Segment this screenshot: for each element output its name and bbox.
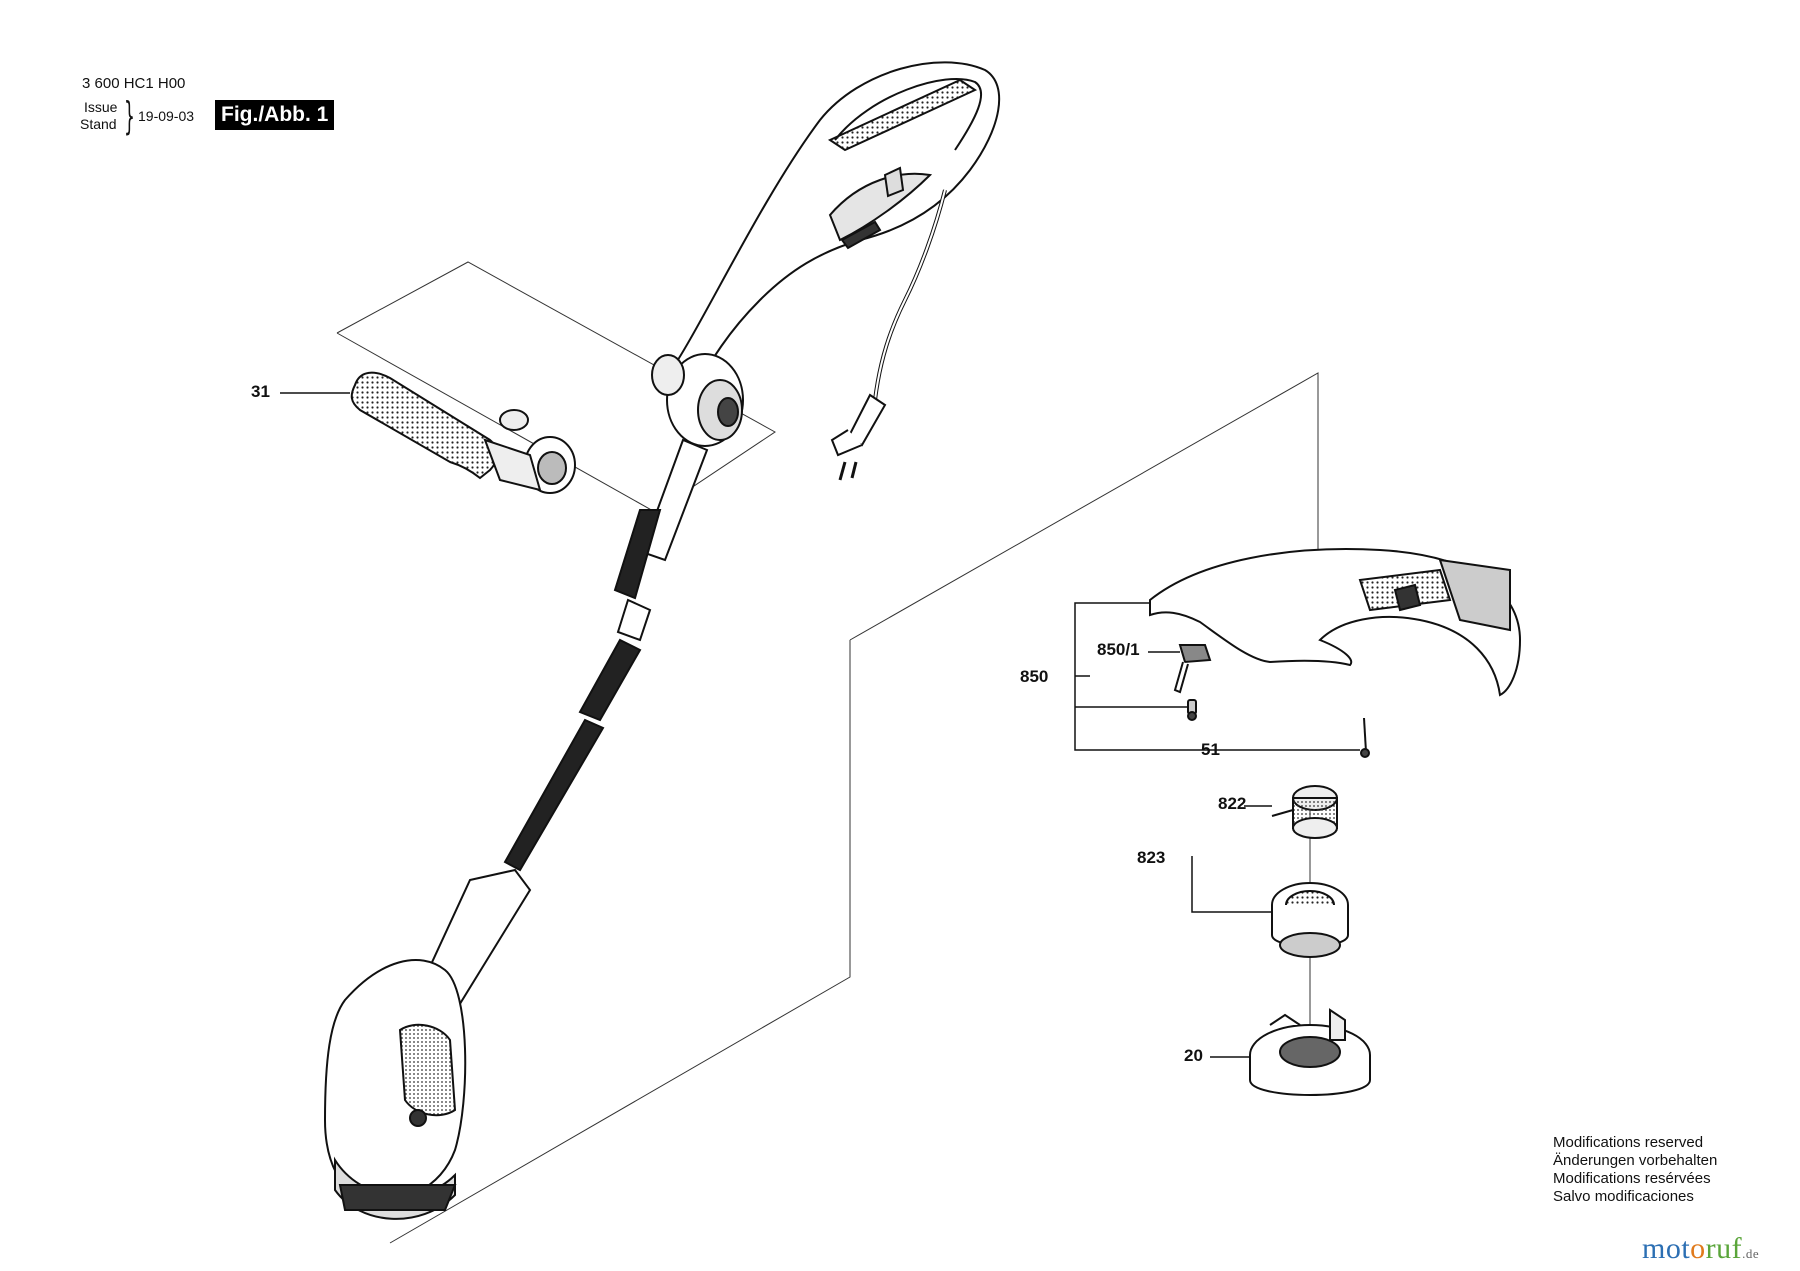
spool-cap: [1249, 1008, 1371, 1096]
watermark-part-a: mot: [1642, 1232, 1691, 1265]
clip-850-1: [1173, 644, 1212, 694]
note-line-4: Salvo modificaciones: [1553, 1188, 1694, 1205]
figure-badge: Fig./Abb. 1: [215, 100, 335, 130]
watermark-logo: motoruf.de: [1642, 1232, 1759, 1266]
guard: [1149, 548, 1522, 697]
issue-date: 19-09-03: [138, 108, 195, 124]
guide-lines: [336, 261, 1319, 1244]
note-line-1: Modifications reserved: [1553, 1134, 1704, 1151]
watermark-part-b: o: [1690, 1232, 1706, 1265]
aux-handle: [350, 371, 576, 494]
note-line-3: Modifications resérvées: [1553, 1170, 1711, 1187]
shaft: [503, 438, 709, 872]
part-number: 3 600 HC1 H00: [82, 75, 186, 92]
spring: [1271, 785, 1338, 839]
stand-label: Stand: [80, 116, 117, 132]
label-part-850: 850: [1020, 667, 1049, 686]
label-part-822: 822: [1218, 794, 1247, 813]
label-part-850-1: 850/1: [1097, 640, 1140, 659]
label-part-31: 31: [251, 382, 270, 401]
motor-housing: [323, 868, 532, 1220]
label-part-823: 823: [1137, 848, 1166, 867]
power-cable: [830, 189, 947, 481]
label-part-20: 20: [1184, 1046, 1203, 1065]
joint-knob: [651, 353, 744, 447]
issue-label: Issue: [84, 99, 118, 115]
spool: [1271, 882, 1349, 958]
label-part-51: 51: [1201, 740, 1220, 759]
note-line-2: Änderungen vorbehalten: [1553, 1152, 1718, 1169]
watermark-part-c: ruf: [1705, 1232, 1743, 1265]
leader-lines: [280, 392, 1360, 1058]
watermark-tld: .de: [1742, 1246, 1760, 1261]
brace-symbol: }: [124, 94, 135, 138]
